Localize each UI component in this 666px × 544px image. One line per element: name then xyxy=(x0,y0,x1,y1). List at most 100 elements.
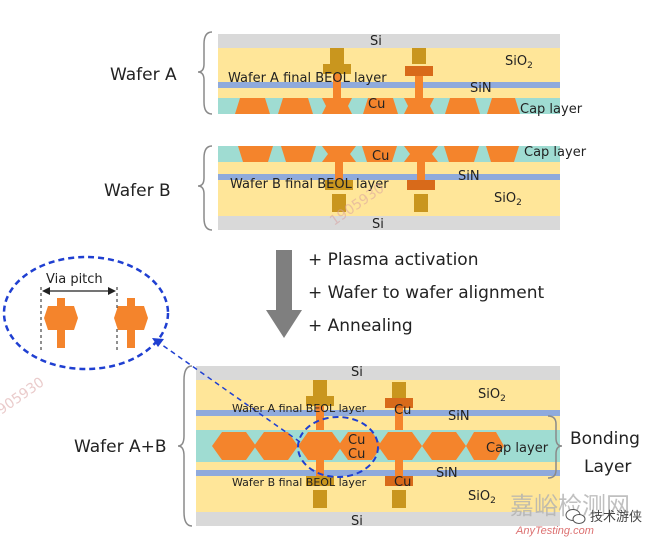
wafer-ab-sio2-bottom-label: SiO2 xyxy=(468,489,496,506)
wafer-ab-si-bottom-label: Si xyxy=(351,514,363,529)
wafer-ab-bonded-pad xyxy=(338,432,382,460)
wafer-a-cu-pad xyxy=(322,98,352,114)
wafer-ab-oxide-top xyxy=(196,380,560,410)
bonding-layer-label-line1: Bonding xyxy=(570,429,640,449)
wafer-ab-beol-pad xyxy=(306,476,334,486)
wafer-ab-oxide-mid-upper xyxy=(196,416,560,430)
wafer-ab-beol-pad xyxy=(385,476,413,486)
wafer-b-bond-pad xyxy=(238,146,273,162)
wafer-ab-oxide-mid-lower xyxy=(196,462,560,470)
wafer-ab-bonded-pad xyxy=(466,432,504,460)
via-pitch-arrowhead-left xyxy=(42,287,50,295)
wafer-ab-cap-label: Cap layer xyxy=(486,441,549,456)
wafer-b-sio2-label: SiO2 xyxy=(494,191,522,208)
wafer-a-bond-pad xyxy=(235,98,270,114)
wafer-ab-bonded-cu-pad xyxy=(298,432,342,460)
wafer-ab-label: Wafer A+B xyxy=(74,437,167,457)
via-pitch-cu-pad-left xyxy=(44,298,78,348)
wafer-b-cu-pad xyxy=(404,146,438,162)
wafer-a-stack xyxy=(218,34,560,114)
process-step-1: + Plasma activation xyxy=(308,250,478,270)
wafer-b-stack xyxy=(218,146,560,230)
wafer-b-beol-pad xyxy=(325,180,353,190)
wafer-ab-via xyxy=(392,382,406,398)
wafer-a-beol-pad xyxy=(323,64,351,74)
wafer-b-oxide-upper xyxy=(218,162,560,174)
wafer-b-cu-pad xyxy=(322,146,356,162)
wafer-a-sio2-label: SiO2 xyxy=(505,54,533,71)
wafer-ab-bonded-pad xyxy=(212,432,256,460)
wafer-a-via xyxy=(415,76,423,98)
wafer-b-beol-pad xyxy=(407,180,435,190)
wafer-ab-beol-pad xyxy=(385,398,413,408)
wafer-a-si-layer xyxy=(218,34,560,48)
wafer-a-sin-label: SiN xyxy=(470,81,492,96)
wafer-ab-beol-pad xyxy=(306,396,334,406)
wafer-a-cu-pad xyxy=(404,98,434,114)
wafer-b-cap-label: Cap layer xyxy=(524,145,587,160)
wafer-b-label: Wafer B xyxy=(104,181,171,201)
wafer-ab-sin-top xyxy=(196,410,560,416)
wafer-ab-a-beol-label: Wafer A final BEOL layer xyxy=(232,402,367,415)
magnify-pointer-line xyxy=(157,341,301,443)
wafer-ab-stack xyxy=(196,366,560,526)
wafer-ab-oxide-bottom xyxy=(196,476,560,512)
wafer-b-brace xyxy=(197,145,213,231)
bonding-layer-label-line2: Layer xyxy=(584,457,631,477)
wafer-a-via xyxy=(330,48,344,64)
wafer-b-sin-layer xyxy=(218,174,560,180)
wafer-a-cap-label: Cap layer xyxy=(520,102,583,117)
process-down-arrow xyxy=(266,250,302,338)
wafer-b-via xyxy=(332,194,346,212)
wafer-b-via xyxy=(414,194,428,212)
wafer-b-oxide-layer xyxy=(218,180,560,216)
wafer-ab-brace xyxy=(177,365,193,527)
wafer-a-bond-pad xyxy=(445,98,480,114)
wafer-a-oxide-lower xyxy=(218,88,560,98)
wafer-b-bond-pad xyxy=(362,146,397,162)
wafer-b-bond-pad xyxy=(281,146,316,162)
wafer-b-beol-label: Wafer B final BEOL layer xyxy=(230,177,389,192)
wafer-ab-bonded-cu-pad xyxy=(378,432,422,460)
wechat-icon xyxy=(565,509,586,524)
wafer-ab-via xyxy=(316,406,324,430)
wafer-ab-bonded-pad xyxy=(422,432,466,460)
wafer-ab-cu-bottom-beol-label: Cu xyxy=(394,475,411,490)
via-pitch-label: Via pitch xyxy=(46,272,103,287)
wafer-ab-via xyxy=(313,380,327,396)
wafer-b-cu-label: Cu xyxy=(372,149,389,164)
bonding-layer-bracket xyxy=(547,415,563,479)
magnify-pointer-arrowhead xyxy=(152,338,164,347)
wafer-ab-sio2-top-label: SiO2 xyxy=(478,387,506,404)
wafer-a-brace xyxy=(197,31,213,115)
wafer-a-beol-pad xyxy=(405,66,433,76)
wafer-b-si-label: Si xyxy=(372,217,384,232)
wafer-ab-sin-top-label: SiN xyxy=(448,409,470,424)
wafer-ab-bonded-pad xyxy=(254,432,298,460)
wafer-ab-via xyxy=(313,490,327,508)
wafer-ab-via xyxy=(395,408,403,430)
wafer-a-si-label: Si xyxy=(370,34,382,49)
wafer-ab-via xyxy=(392,490,406,508)
wafer-ab-via xyxy=(395,460,403,476)
wafer-ab-cu-bond-bottom-label: Cu xyxy=(348,447,365,462)
wafer-b-sin-label: SiN xyxy=(458,169,480,184)
wafer-b-si-layer xyxy=(218,216,560,230)
wafer-a-sin-layer xyxy=(218,82,560,88)
wafer-a-bond-pad xyxy=(278,98,313,114)
wafer-a-beol-label: Wafer A final BEOL layer xyxy=(228,71,387,86)
wafer-a-via xyxy=(412,48,426,64)
bonded-pad-magnify-circle xyxy=(297,416,379,478)
wafer-ab-via xyxy=(316,460,324,476)
via-pitch-cu-pad-right xyxy=(114,298,148,348)
wafer-ab-si-top xyxy=(196,366,560,380)
wafer-a-oxide-layer xyxy=(218,48,560,82)
via-pitch-inset: Via pitch xyxy=(2,255,170,371)
wafer-b-bond-pad xyxy=(486,146,519,162)
wafer-a-bond-pad xyxy=(363,98,398,114)
via-pitch-arrowhead-right xyxy=(108,287,116,295)
process-step-2: + Wafer to wafer alignment xyxy=(308,283,544,303)
process-step-3: + Annealing xyxy=(308,316,413,336)
wafer-b-via xyxy=(335,162,343,180)
